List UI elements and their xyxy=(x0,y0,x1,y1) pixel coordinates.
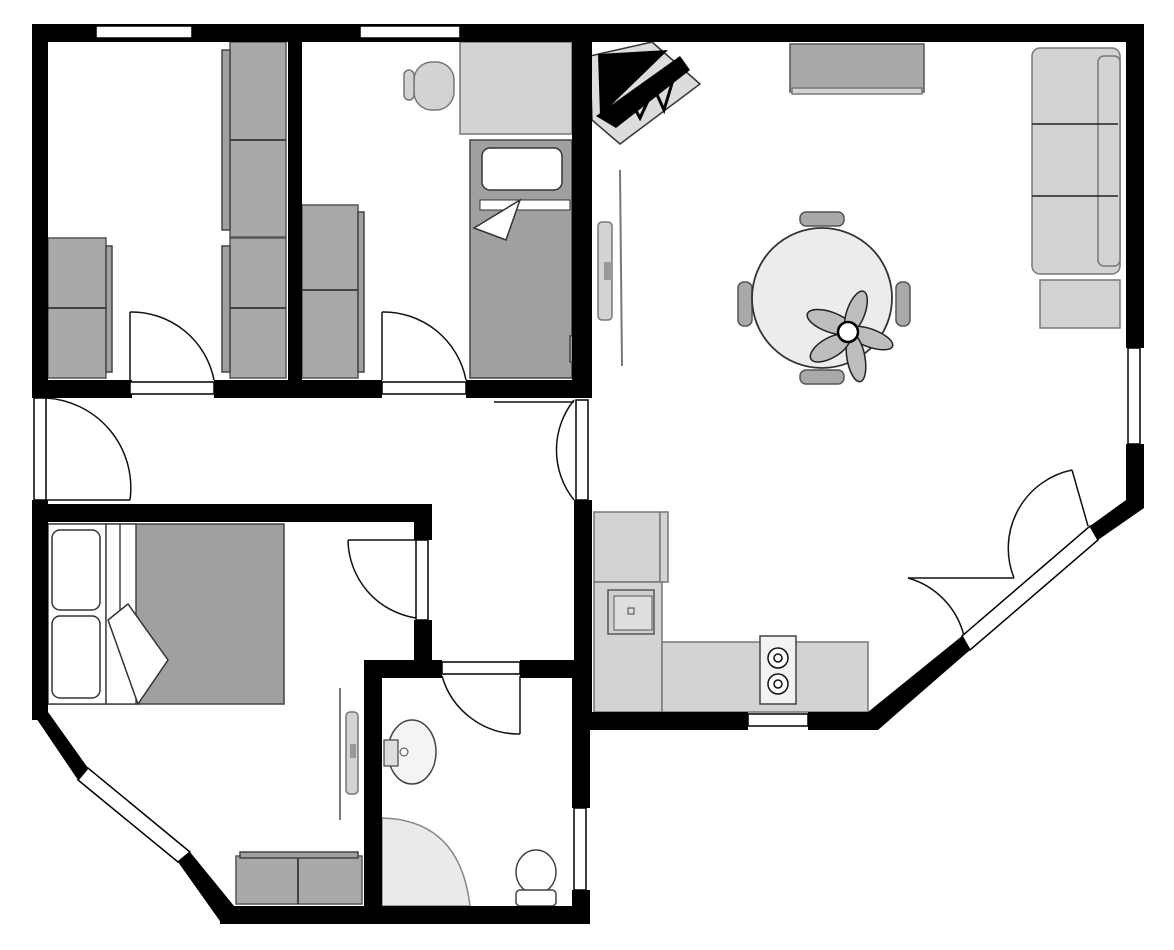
bedroom-1 xyxy=(47,41,287,379)
kitchen xyxy=(593,511,869,713)
counter-icon xyxy=(593,581,869,713)
toilet-icon xyxy=(515,849,557,907)
bedroom-2 xyxy=(301,41,583,379)
master-bedroom xyxy=(47,523,363,905)
desk-icon xyxy=(459,41,573,135)
tv-icon xyxy=(339,688,359,820)
living-dining-room xyxy=(589,41,1121,385)
ceiling-fan-icon xyxy=(806,290,894,383)
door-icon xyxy=(45,311,1089,735)
chair-icon xyxy=(737,211,911,385)
wardrobe-icon xyxy=(301,204,365,379)
bathroom xyxy=(381,719,557,907)
shower-icon xyxy=(381,817,471,907)
dresser-icon xyxy=(235,851,363,905)
refrigerator-icon xyxy=(593,511,669,583)
stove-icon xyxy=(759,635,797,705)
window-icon xyxy=(33,25,1141,891)
sink-icon xyxy=(383,719,437,785)
dresser-icon xyxy=(47,237,113,379)
wardrobe-icon xyxy=(221,41,287,379)
sofa-icon xyxy=(1031,47,1121,329)
double-bed-icon xyxy=(47,523,285,706)
chair-icon xyxy=(403,61,455,111)
fireplace-icon xyxy=(589,41,702,145)
tv-icon xyxy=(597,169,623,367)
single-bed-icon xyxy=(469,139,583,379)
tv-icon xyxy=(789,43,925,95)
sink-icon xyxy=(607,589,655,635)
